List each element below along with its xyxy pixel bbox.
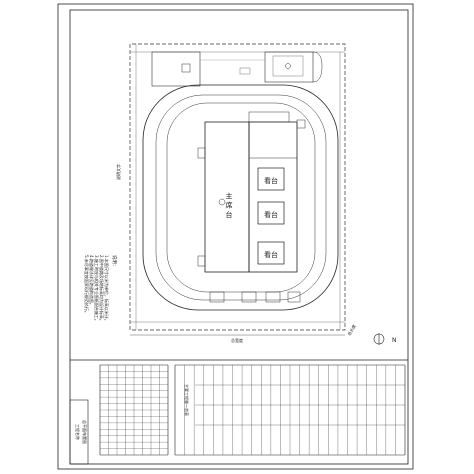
note-line-3: 3.施工时应与相关专业图纸配合施工。 <box>94 255 100 323</box>
note-line-2: 2.图中道路及场地标高均为设计标高。 <box>99 255 105 323</box>
site-boundary <box>129 43 346 331</box>
south-structure-3 <box>265 291 281 303</box>
stand-corner-block <box>296 119 306 129</box>
room-label-3: 看台 <box>264 250 278 259</box>
note-line-4: 4.跑道做法详见跑道构造图。 <box>89 255 95 307</box>
quantity-schedule-table <box>174 364 406 456</box>
track-middle-lane <box>155 94 327 301</box>
court-marker-left <box>181 63 191 73</box>
building-entry-west-top <box>197 147 206 159</box>
north-small-structure <box>239 67 251 75</box>
north-court-left <box>151 51 201 87</box>
schedule-title: 主要工程量一览表 <box>184 384 190 416</box>
site-plan: 主 席 台 看台 看台 看台 N 总长度 总宽度 说明文字 <box>115 43 397 345</box>
title-drawing-name: 总平面布置图 <box>82 420 88 444</box>
title-block <box>69 399 89 465</box>
note-line-5: 5.未尽事宜按国家现行规范执行。 <box>84 255 90 315</box>
side-note: 说明文字 <box>115 164 121 180</box>
building-label: 主 席 台 <box>225 191 233 218</box>
outer-frame <box>57 3 414 470</box>
east-dimension-label: 总长度 <box>346 323 357 336</box>
stand-entrance <box>248 111 290 123</box>
schedule-area: 工程名称 总平面布置图 主要工程量一览表 <box>69 364 406 465</box>
court-inner-right <box>272 55 304 77</box>
south-structure-1 <box>209 291 225 303</box>
room-box-1 <box>257 167 285 191</box>
note-line-1: 1.本图尺寸以米为单位，标高以米计。 <box>104 255 110 323</box>
inner-frame <box>69 9 409 465</box>
building-axis-mark <box>218 198 226 206</box>
bottom-dimension-label: 总宽度 <box>231 337 243 343</box>
title-project-label: 工程名称 <box>75 424 81 440</box>
north-curve-right <box>312 51 323 83</box>
legend-table <box>99 364 169 456</box>
room-box-2 <box>257 201 285 225</box>
track-outer-lane <box>142 84 339 311</box>
notes-block: 说明： 1.本图尺寸以米为单位，标高以米计。 2.图中道路及场地标高均为设计标高… <box>84 255 118 323</box>
notes-title: 说明： <box>111 255 118 269</box>
north-label: N <box>392 337 397 344</box>
room-label-2: 看台 <box>264 210 278 219</box>
north-court-right <box>264 51 314 83</box>
south-structure-4 <box>287 291 301 303</box>
room-box-3 <box>257 241 285 265</box>
court-center-mark <box>285 63 291 69</box>
room-label-1: 看台 <box>264 176 278 185</box>
building-entry-west-bottom <box>197 255 206 267</box>
south-structure-2 <box>241 291 257 303</box>
